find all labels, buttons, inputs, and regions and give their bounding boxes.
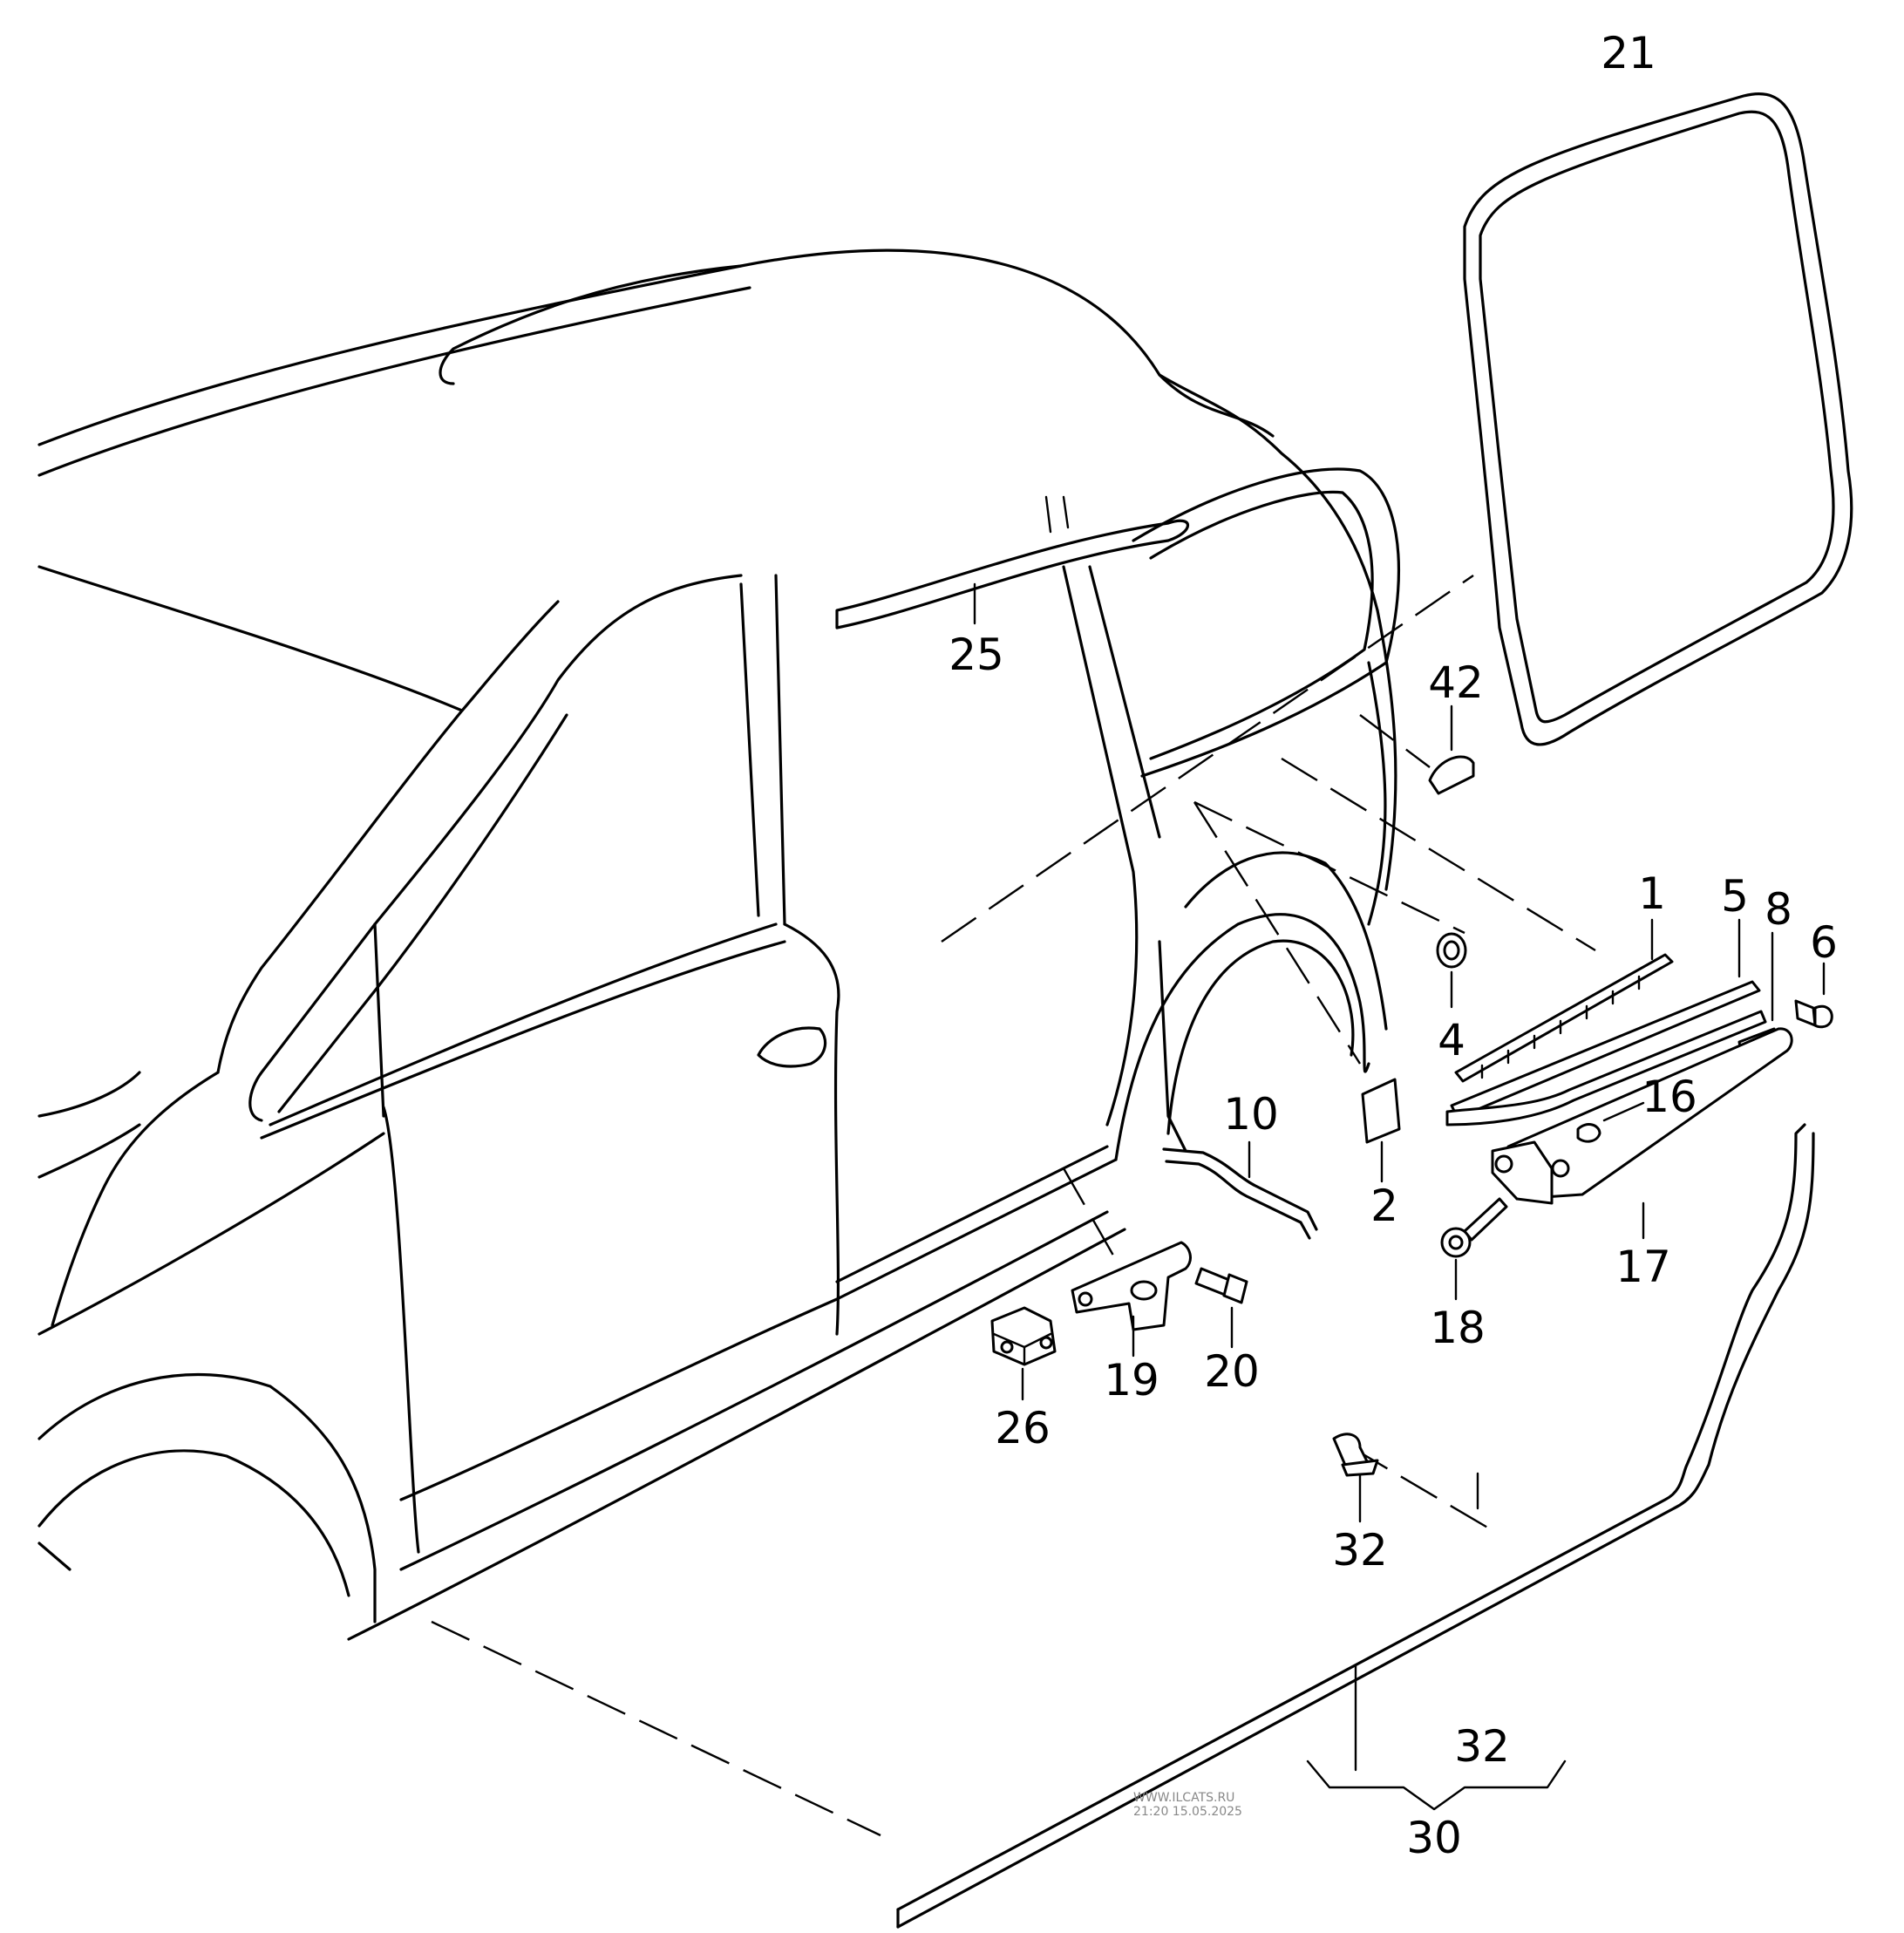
callout-1: 1 <box>1638 868 1666 919</box>
part-30-sill-panel <box>896 1123 1815 1929</box>
callout-18: 18 <box>1430 1303 1486 1353</box>
callout-32-bottom: 32 <box>1454 1721 1510 1772</box>
callout-32-top: 32 <box>1332 1525 1388 1576</box>
part-32-clip <box>1332 1433 1379 1523</box>
callout-25: 21 <box>1601 28 1656 78</box>
part-19-bracket <box>1071 1241 1192 1358</box>
callout-5: 5 <box>1721 871 1749 922</box>
callout-2: 2 <box>1370 1181 1398 1231</box>
callout-6: 6 <box>1810 917 1838 968</box>
callout-20-label: 26 <box>995 1403 1051 1453</box>
callout-26: 25 <box>949 630 1004 680</box>
part-1-rail <box>1454 918 1674 1083</box>
callout-42: 42 <box>1428 657 1484 708</box>
watermark-line2: 21:20 15.05.2025 <box>1133 1805 1242 1819</box>
part-4-grommet <box>1436 932 1467 1009</box>
part-42-cap <box>1428 704 1475 795</box>
part-18-screw <box>1440 1197 1508 1301</box>
watermark-line1: WWW.ILCATS.RU <box>1133 1791 1234 1805</box>
dashed-leaders <box>431 575 1596 1837</box>
part-5-strip <box>1445 918 1767 1126</box>
car-body-outline <box>37 248 1400 1641</box>
part-6-screw <box>1794 962 1833 1029</box>
part-20-block <box>990 1306 1057 1401</box>
callout-10: 10 <box>1223 1089 1279 1140</box>
callout-16: 16 <box>1642 1072 1697 1122</box>
part-25-door-seal <box>1463 92 1853 746</box>
callout-21: 20 <box>1204 1346 1260 1397</box>
callout-8: 8 <box>1765 884 1792 935</box>
callout-17: 17 <box>1615 1242 1671 1292</box>
part-2-pad <box>1361 1078 1401 1183</box>
part-21-bolt <box>1194 1267 1248 1349</box>
callout-19: 19 <box>1104 1355 1159 1406</box>
part-16-clip <box>1576 1101 1645 1143</box>
callout-4: 4 <box>1438 1015 1465 1065</box>
callout-labels: 21 25 42 4 1 5 8 6 16 10 2 17 18 19 20 2… <box>949 28 1838 1863</box>
part-17-bracket <box>1491 1027 1793 1240</box>
callout-30: 30 <box>1406 1813 1462 1863</box>
watermark: WWW.ILCATS.RU 21:20 15.05.2025 <box>1133 1791 1242 1819</box>
part-10-rod <box>1162 1140 1318 1240</box>
